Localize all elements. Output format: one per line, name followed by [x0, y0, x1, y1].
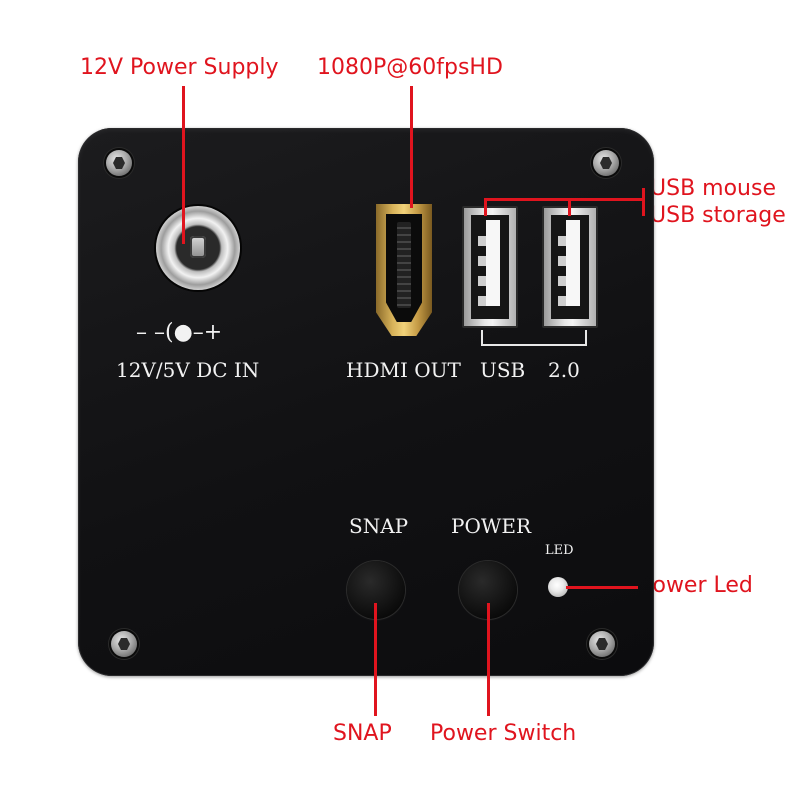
- hex-socket-icon: [118, 638, 130, 650]
- hdmi-port-icon[interactable]: [376, 204, 432, 336]
- usb-a-port-icon[interactable]: [462, 206, 518, 328]
- hex-socket-icon: [600, 157, 612, 169]
- hex-screw-icon: [106, 150, 132, 176]
- polarity-symbol: – –(●–+: [136, 320, 223, 345]
- usb-version-label: 2.0: [548, 358, 580, 382]
- callout-usb-mouse: USB mouse: [650, 176, 776, 201]
- callout-hdmi-out: 1080P@60fpsHD: [317, 55, 503, 80]
- callout-usb-storage: USB storage: [650, 203, 786, 228]
- hex-screw-icon: [589, 631, 615, 657]
- usb-contact: [558, 276, 566, 286]
- leader-power-led: [566, 586, 638, 589]
- leader-usb-tick-2: [568, 198, 571, 216]
- led-label: LED: [545, 543, 574, 558]
- usb-contact: [558, 236, 566, 246]
- hex-screw-icon: [593, 150, 619, 176]
- dc-jack-pin: [190, 236, 206, 258]
- usb-contact: [478, 236, 486, 246]
- callout-snap: SNAP: [333, 721, 392, 746]
- power-led-indicator: [548, 577, 568, 597]
- hdmi-out-label: HDMI OUT: [346, 358, 461, 382]
- dc-barrel-jack-icon[interactable]: [156, 206, 240, 290]
- hex-screw-icon: [111, 631, 137, 657]
- hex-socket-icon: [596, 638, 608, 650]
- usb-contact: [558, 256, 566, 266]
- callout-power-led: Power Led: [640, 573, 753, 598]
- leader-power-supply: [182, 86, 185, 244]
- hex-socket-icon: [113, 157, 125, 169]
- leader-usb-horizontal: [484, 198, 644, 201]
- hdmi-port-contacts: [397, 222, 411, 308]
- usb-contact: [558, 296, 566, 306]
- snap-button-label: SNAP: [349, 514, 409, 538]
- callout-power-supply: 12V Power Supply: [80, 55, 279, 80]
- usb-label: USB: [480, 358, 526, 382]
- leader-usb-tick-1: [484, 198, 487, 216]
- leader-hdmi: [410, 86, 413, 208]
- usb-contact: [478, 256, 486, 266]
- leader-usb-vertical: [642, 188, 645, 216]
- dc-in-label: 12V/5V DC IN: [116, 358, 260, 382]
- usb-bracket-line: [481, 330, 587, 346]
- power-button-label: POWER: [451, 514, 532, 538]
- usb-contact: [478, 276, 486, 286]
- leader-power-switch: [487, 603, 490, 716]
- callout-power-switch: Power Switch: [430, 721, 577, 746]
- usb-contact: [478, 296, 486, 306]
- usb-port-tongue: [566, 220, 580, 306]
- usb-a-port-icon[interactable]: [542, 206, 598, 328]
- usb-port-tongue: [486, 220, 500, 306]
- leader-snap: [374, 603, 377, 716]
